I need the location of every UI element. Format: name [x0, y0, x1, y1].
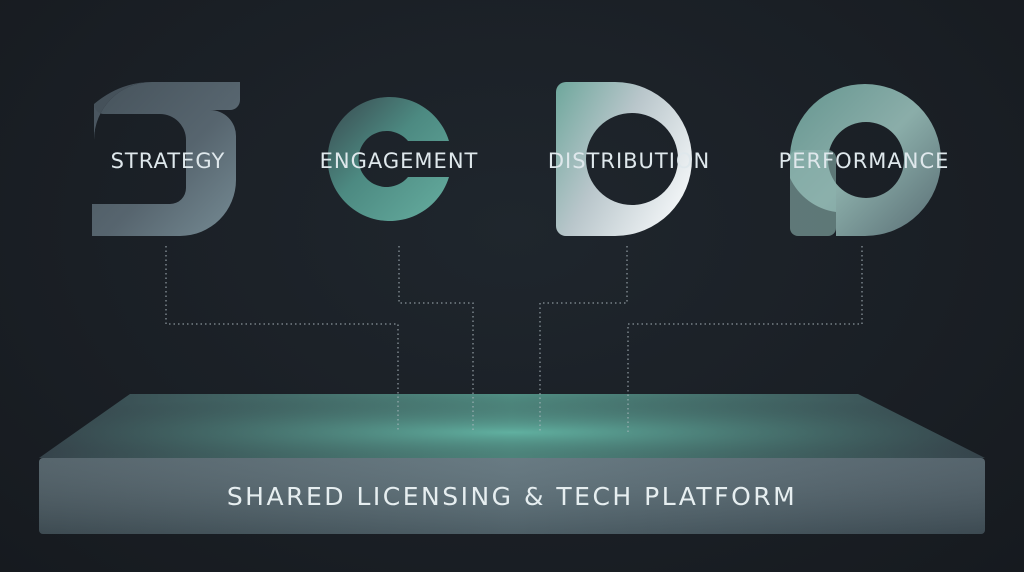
pillar-label-engagement: ENGAGEMENT [320, 149, 479, 173]
distribution-letter-icon [556, 82, 692, 236]
connector-strategy [165, 246, 399, 432]
connector-distribution [539, 246, 628, 432]
performance-letter-icon [790, 83, 941, 236]
pillar-label-strategy: STRATEGY [111, 149, 226, 173]
connector-engagement [398, 246, 474, 432]
platform-slab [39, 394, 985, 534]
pillar-label-performance: PERFORMANCE [779, 149, 950, 173]
platform-label: SHARED LICENSING & TECH PLATFORM [227, 482, 797, 511]
connector-performance [627, 246, 863, 432]
strategy-letter-icon [92, 82, 240, 236]
pillar-label-distribution: DISTRIBUTION [548, 149, 710, 173]
engagement-letter-icon [327, 96, 449, 221]
